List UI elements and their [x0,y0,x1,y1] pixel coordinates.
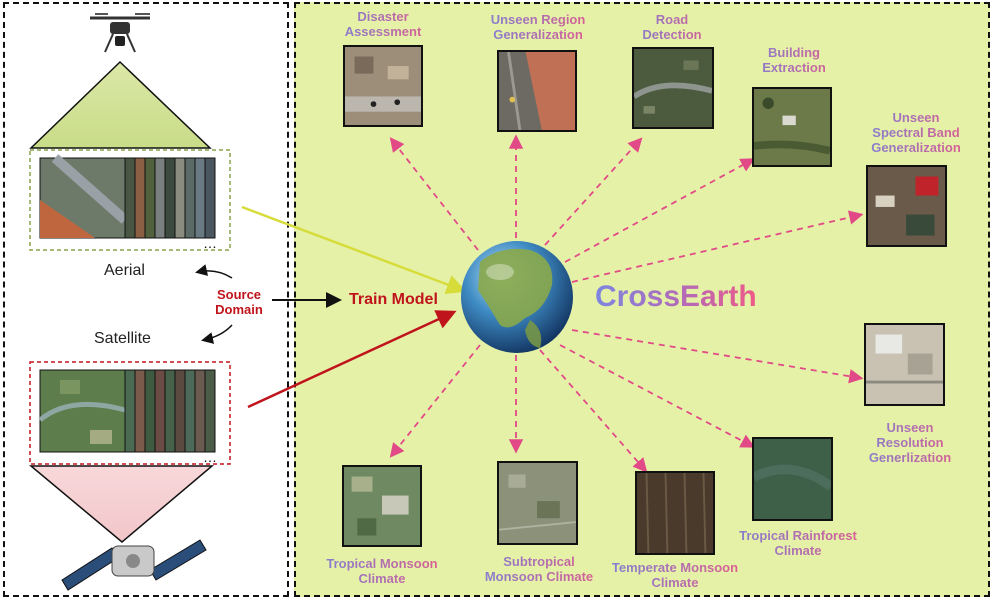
thumb-unseen-region [497,50,577,132]
satellite-stack-frame [29,361,231,465]
satellite-label: Satellite [94,330,151,347]
thumb-resolution [864,323,945,406]
satellite-ellipsis-icon: … [203,449,217,465]
aerial-label: Aerial [104,262,145,279]
aerial-ellipsis-icon: … [203,235,217,251]
thumb-temperate [635,471,715,555]
aerial-view-cone [29,60,212,149]
satellite-view-cone [28,465,215,543]
thumb-disaster [343,45,423,127]
train-model-label: Train Model [349,291,438,308]
thumb-tropical-monsoon [342,465,422,547]
crossearth-title: CrossEarth [595,280,757,313]
thumb-building [752,87,832,167]
thumb-spectral [866,165,947,247]
satellite-image-stack [38,369,216,453]
aerial-to-model-line [241,205,467,295]
satellite-to-model-line [247,310,457,409]
aerial-stack-frame [29,149,231,251]
aerial-image-stack [39,154,216,239]
globe-icon [461,241,573,353]
task-arrows [389,134,864,473]
thumb-subtropical [497,461,578,545]
aerial-arrow [195,264,233,279]
source-domain-label: Source Domain [215,287,263,317]
thumb-tropical-rainforest [752,437,833,521]
drone-icon [90,13,150,53]
satellite-icon [61,539,207,591]
satellite-arrow [201,324,233,344]
thumb-road [632,47,714,129]
